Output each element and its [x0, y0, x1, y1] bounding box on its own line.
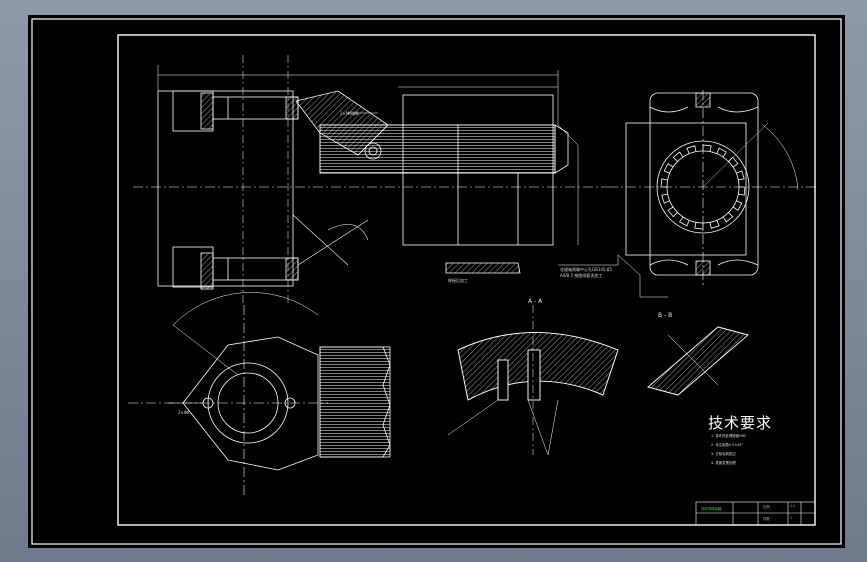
title-block-qty-value: 1	[790, 516, 793, 520]
spline-tooth	[663, 163, 674, 174]
tech-req-note-3: 3. 去除毛刺锐边	[711, 452, 736, 456]
flange-view	[128, 292, 391, 495]
callout-side-note: 2×Φ8	[178, 410, 190, 415]
spline-teeth	[660, 144, 746, 230]
tech-req-note-1: 1. 零件热处理硬度HRC	[711, 434, 747, 438]
outer-frame	[31, 18, 842, 545]
section-label-b-b: B - B	[658, 312, 673, 319]
title-block-qty-label: 件数	[763, 517, 770, 521]
title-block	[695, 501, 816, 526]
tech-req-note-2: 2. 未注倒角0.5×45°	[711, 443, 744, 447]
spline-tooth	[679, 216, 690, 227]
spline-tooth	[672, 151, 684, 162]
callout-weld-note: 焊接后加工	[448, 278, 468, 283]
inner-frame	[117, 34, 816, 526]
spline-tooth	[694, 222, 704, 230]
spline-tooth	[661, 193, 670, 204]
callout-hole-note: 2×M6深8	[340, 111, 359, 116]
spline-tooth	[709, 220, 720, 229]
title-block-scale-value: 1:1	[790, 504, 796, 508]
cad-drawing-canvas[interactable]	[28, 15, 845, 548]
tech-req-title: 技术要求	[708, 414, 773, 432]
tech-req-note-4: 4. 表面发黑处理	[711, 461, 736, 465]
section-label-a-a: A - A	[528, 298, 543, 305]
spline-tooth	[738, 186, 746, 196]
callout-spline-note-2: A4/8.5 按图纸要求加工	[560, 273, 603, 278]
end-view	[608, 90, 818, 298]
spline-tooth	[702, 144, 712, 152]
spline-tooth	[686, 145, 697, 154]
spline-tooth	[728, 156, 739, 168]
main-view	[133, 55, 619, 305]
spline-tooth	[660, 178, 668, 188]
section-b-b	[647, 326, 749, 396]
spline-tooth	[667, 206, 678, 218]
spline-tooth	[716, 147, 727, 158]
spline-tooth	[736, 170, 745, 181]
section-a-a	[447, 305, 619, 456]
title-block-part-name: 万向节传动轴	[701, 507, 722, 511]
spline-tooth	[722, 212, 734, 223]
cad-viewport[interactable]: 技术要求 1. 零件热处理硬度HRC 2. 未注倒角0.5×45° 3. 去除毛…	[28, 15, 845, 548]
spline-tooth	[732, 200, 743, 211]
title-block-scale-label: 比例	[763, 505, 770, 509]
callout-spline-note: 花键轴两端中心孔GB145-85	[560, 267, 613, 272]
